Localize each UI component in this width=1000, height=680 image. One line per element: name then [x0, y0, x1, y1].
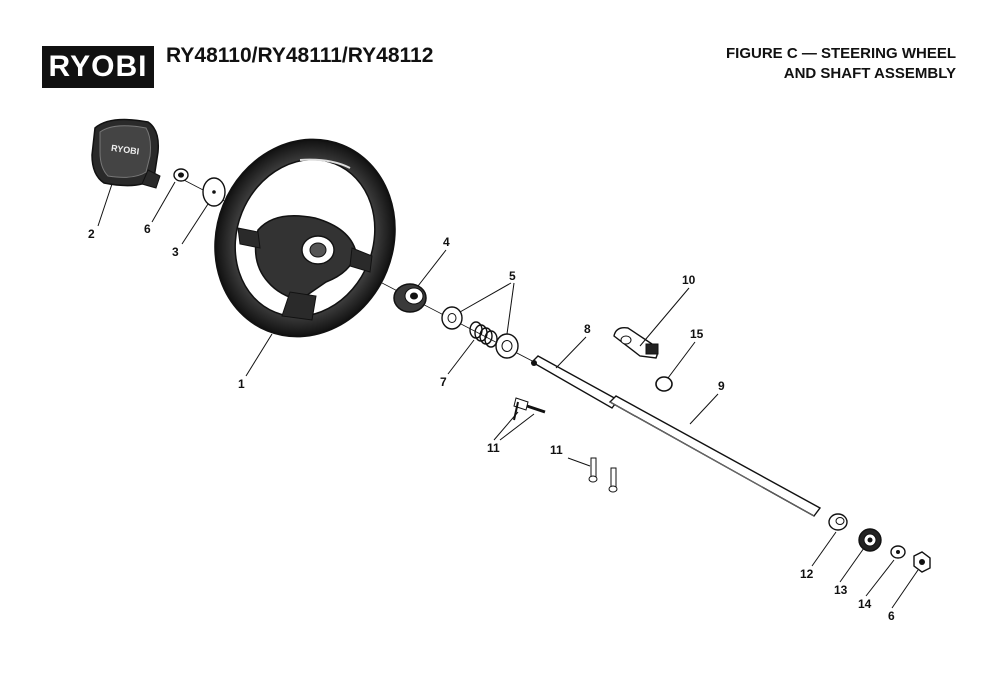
part-label-4: 4 [443, 235, 450, 249]
part-label-11-upper: 11 [487, 441, 500, 455]
steering-wheel [214, 138, 396, 338]
cap-logo-text: RYOBI [111, 143, 140, 157]
washer-small [890, 545, 906, 559]
horn-cap: RYOBI [91, 118, 161, 189]
figure-title-line1: FIGURE C — STEERING WHEEL [725, 45, 956, 62]
part-label-3: 3 [172, 245, 179, 259]
part-label-10: 10 [682, 273, 696, 287]
part-label-6: 6 [144, 222, 151, 236]
part-label-15: 15 [690, 327, 704, 341]
bushing [828, 513, 848, 531]
part-label-14: 14 [858, 597, 872, 611]
logo-text: RYOBI [48, 50, 148, 83]
part-label-6-right: 6 [888, 609, 895, 623]
part-label-7: 7 [440, 375, 447, 389]
part-label-2: 2 [88, 227, 95, 241]
figure-title-line2: AND SHAFT ASSEMBLY [783, 65, 956, 82]
part-label-1: 1 [238, 377, 245, 391]
figure-title: FIGURE C — STEERING WHEEL AND SHAFT ASSE… [676, 44, 956, 84]
splined-hub [393, 283, 427, 313]
leader-lines [97, 181, 919, 609]
part-label-9: 9 [718, 379, 725, 393]
ryobi-logo: RYOBI [42, 46, 154, 88]
part-label-11-lower: 11 [550, 443, 563, 457]
washer-2 [495, 333, 519, 359]
retaining-ring [655, 376, 673, 392]
washer-plate [202, 177, 226, 207]
part-label-13: 13 [834, 583, 848, 597]
washer-1 [441, 306, 463, 330]
bolts-group-a [513, 397, 546, 421]
clamp-bracket [613, 326, 659, 359]
bolts-group-b [588, 457, 618, 493]
model-numbers: RY48110/RY48111/RY48112 [166, 44, 434, 67]
part-label-5: 5 [509, 269, 516, 283]
part-label-12: 12 [800, 567, 814, 581]
lower-shaft [608, 395, 822, 517]
spring [469, 321, 498, 348]
nut-right [913, 551, 931, 573]
nut-left [173, 168, 189, 182]
part-label-8: 8 [584, 322, 591, 336]
gear [858, 528, 882, 552]
